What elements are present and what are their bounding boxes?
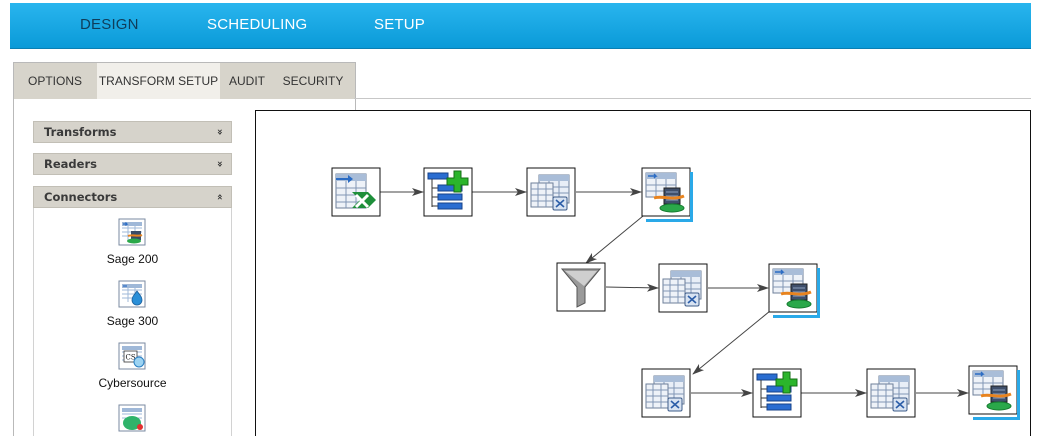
tab-transform-setup[interactable]: TRANSFORM SETUP xyxy=(97,63,220,100)
tab-strip: OPTIONS TRANSFORM SETUP AUDIT SECURITY xyxy=(13,62,356,100)
accordion-transforms-label: Transforms xyxy=(44,125,117,139)
workflow-node-add-tree[interactable] xyxy=(423,167,473,217)
workflow-node-table-mapper[interactable] xyxy=(658,263,708,313)
cybersource-icon: CS xyxy=(118,342,146,370)
tab-options[interactable]: OPTIONS xyxy=(27,74,82,88)
chevron-down-icon: » xyxy=(213,128,225,136)
connector-label: Sage 200 xyxy=(106,252,159,266)
workflow-diagram xyxy=(331,166,1022,422)
tab-divider xyxy=(354,98,1031,99)
chevron-up-icon: « xyxy=(213,193,225,201)
nav-scheduling[interactable]: SCHEDULING xyxy=(207,16,308,33)
connector-cybersource[interactable]: CS Cybersource xyxy=(34,342,231,394)
accordion-readers[interactable]: Readers » xyxy=(33,153,232,175)
workflow-node-database-writer[interactable] xyxy=(767,262,822,320)
top-navigation-bar: DESIGN SCHEDULING SETUP xyxy=(10,3,1031,49)
workflow-canvas[interactable] xyxy=(255,110,1031,436)
workflow-node-excel-reader[interactable] xyxy=(331,167,381,217)
chevron-down-icon: » xyxy=(213,160,225,168)
connector-item[interactable] xyxy=(34,404,231,436)
workflow-node-table-mapper[interactable] xyxy=(526,167,576,217)
sage-200-icon xyxy=(118,218,146,246)
svg-text:CS: CS xyxy=(126,354,136,362)
accordion-connectors[interactable]: Connectors « xyxy=(33,186,232,208)
connector-sage-200[interactable]: Sage 200 xyxy=(34,218,231,270)
workflow-node-database-writer[interactable] xyxy=(640,166,695,224)
sidebar-accordion: Transforms » Readers » Connectors « Sage… xyxy=(33,121,232,436)
tab-audit[interactable]: AUDIT xyxy=(229,74,265,88)
workflow-connectors xyxy=(380,188,969,397)
workflow-node-filter[interactable] xyxy=(556,262,606,312)
workflow-node-table-mapper[interactable] xyxy=(866,368,916,418)
connector-icon xyxy=(118,404,146,432)
nav-setup[interactable]: SETUP xyxy=(374,16,426,33)
connector-sage-300[interactable]: Sage 300 xyxy=(34,280,231,332)
nav-design[interactable]: DESIGN xyxy=(80,16,139,33)
accordion-readers-label: Readers xyxy=(44,157,97,171)
sage-300-icon xyxy=(118,280,146,308)
connector-label: Cybersource xyxy=(98,376,167,390)
workflow-node-add-tree[interactable] xyxy=(752,368,802,418)
workflow-node-table-mapper[interactable] xyxy=(641,368,691,418)
tab-security[interactable]: SECURITY xyxy=(282,74,344,88)
accordion-connectors-label: Connectors xyxy=(44,190,118,204)
workflow-node-database-writer[interactable] xyxy=(967,364,1022,422)
connectors-list: Sage 200 Sage 300 CS Cybersource xyxy=(33,208,232,436)
connector-label: Sage 300 xyxy=(106,314,159,328)
accordion-transforms[interactable]: Transforms » xyxy=(33,121,232,143)
